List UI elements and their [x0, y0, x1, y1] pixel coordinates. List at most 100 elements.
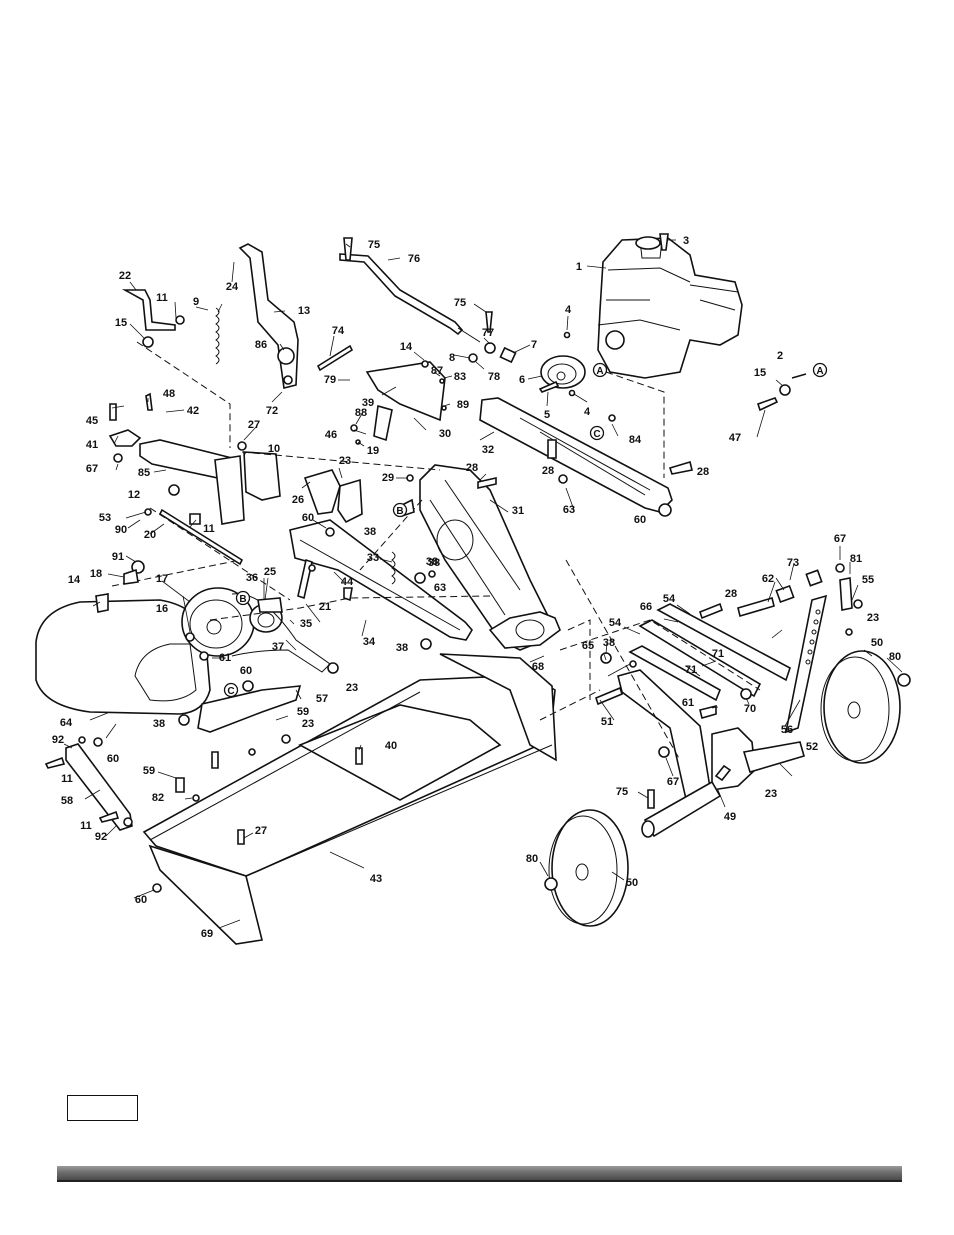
marker-a-engine: A	[592, 362, 608, 378]
marker-b-pulley: B	[235, 590, 251, 606]
drive-pulley	[181, 587, 255, 657]
callout-88: 88	[355, 407, 367, 419]
callout-29: 29	[382, 472, 394, 484]
marker-b-chaincase: B	[392, 502, 408, 518]
callout-11: 11	[156, 292, 168, 304]
callout-60: 60	[135, 894, 147, 906]
callout-35: 35	[300, 618, 312, 630]
callout-84: 84	[629, 434, 642, 446]
callout-11: 11	[80, 820, 92, 832]
callout-60: 60	[107, 753, 119, 765]
svg-text:B: B	[396, 506, 403, 517]
footer-rule	[57, 1180, 902, 1182]
depth-bar	[65, 743, 133, 831]
control-handle	[238, 243, 299, 389]
svg-text:A: A	[816, 366, 823, 377]
callout-18: 18	[90, 568, 102, 580]
callout-49: 49	[724, 811, 736, 823]
frame-cross-member	[479, 397, 673, 513]
callout-63: 63	[563, 504, 575, 516]
callout-51: 51	[601, 716, 613, 728]
belt-guard	[35, 599, 211, 715]
callout-75: 75	[616, 786, 628, 798]
callout-85: 85	[138, 467, 150, 479]
callout-11: 11	[61, 773, 73, 785]
callout-44: 44	[341, 576, 354, 588]
callout-31: 31	[512, 505, 524, 517]
shift-lever	[121, 289, 176, 331]
callout-38: 38	[603, 637, 615, 649]
idler-bracket	[197, 685, 302, 733]
callout-labels: 1 2 3 4 4 5 6 7 8 9 10 11 11 11 11 12 13…	[52, 235, 901, 940]
marker-c-bracket: C	[223, 682, 239, 698]
callout-67: 67	[667, 776, 679, 788]
callout-4: 4	[584, 406, 591, 418]
marker-a-right: A	[812, 362, 828, 378]
callout-91: 91	[112, 551, 124, 563]
svg-text:C: C	[593, 429, 600, 440]
connection-markers: A A B B C C	[223, 362, 828, 698]
callout-89: 89	[457, 399, 469, 411]
callout-48: 48	[163, 388, 175, 400]
callout-14: 14	[400, 341, 413, 353]
callout-33: 33	[367, 552, 379, 564]
callout-76: 76	[408, 253, 420, 265]
height-bar-holes	[805, 609, 821, 665]
callout-8: 8	[449, 352, 455, 364]
callout-4: 4	[565, 304, 572, 316]
callout-6: 6	[519, 374, 525, 386]
callout-56: 56	[781, 724, 793, 736]
footer-bar	[57, 1166, 902, 1180]
callout-60: 60	[302, 512, 314, 524]
control-rod	[339, 253, 464, 336]
callout-55: 55	[862, 574, 874, 586]
svg-text:B: B	[239, 594, 246, 605]
callout-60: 60	[240, 665, 252, 677]
page-number-box	[67, 1095, 138, 1121]
callout-23: 23	[765, 788, 777, 800]
callout-86: 86	[255, 339, 267, 351]
callout-80: 80	[526, 853, 538, 865]
callout-53: 53	[99, 512, 111, 524]
drive-belt	[231, 593, 331, 673]
alignment-lines	[111, 341, 761, 761]
callout-57: 57	[316, 693, 328, 705]
callout-23: 23	[302, 718, 314, 730]
callout-79: 79	[324, 374, 336, 386]
callout-62: 62	[762, 573, 774, 585]
callout-22: 22	[119, 270, 131, 282]
callout-9: 9	[193, 296, 199, 308]
callout-58: 58	[61, 795, 73, 807]
callout-17: 17	[156, 573, 168, 585]
callout-92: 92	[52, 734, 64, 746]
leader-lines	[63, 239, 903, 929]
callout-70: 70	[744, 703, 756, 715]
adjustment-plates	[628, 603, 791, 702]
callout-24: 24	[226, 281, 239, 293]
callout-87: 87	[431, 365, 443, 377]
callout-50: 50	[626, 877, 638, 889]
callout-5: 5	[544, 409, 550, 421]
callout-26: 26	[292, 494, 304, 506]
callout-13: 13	[298, 305, 310, 317]
callout-37: 37	[272, 641, 284, 653]
callout-14: 14	[68, 574, 81, 586]
callout-25: 25	[264, 566, 276, 578]
callout-67: 67	[86, 463, 98, 475]
callout-27: 27	[248, 419, 260, 431]
callout-65: 65	[582, 640, 594, 652]
callout-15: 15	[115, 317, 127, 329]
callout-59: 59	[143, 765, 155, 777]
callout-81: 81	[850, 553, 862, 565]
callout-47: 47	[729, 432, 741, 444]
callout-42: 42	[187, 405, 199, 417]
callout-16: 16	[156, 603, 168, 615]
callout-63: 63	[434, 582, 446, 594]
depth-bracket	[303, 469, 341, 515]
callout-2: 2	[777, 350, 783, 362]
callout-28: 28	[542, 465, 554, 477]
callout-45: 45	[86, 415, 98, 427]
callout-38: 38	[426, 556, 438, 568]
svg-text:C: C	[227, 686, 234, 697]
